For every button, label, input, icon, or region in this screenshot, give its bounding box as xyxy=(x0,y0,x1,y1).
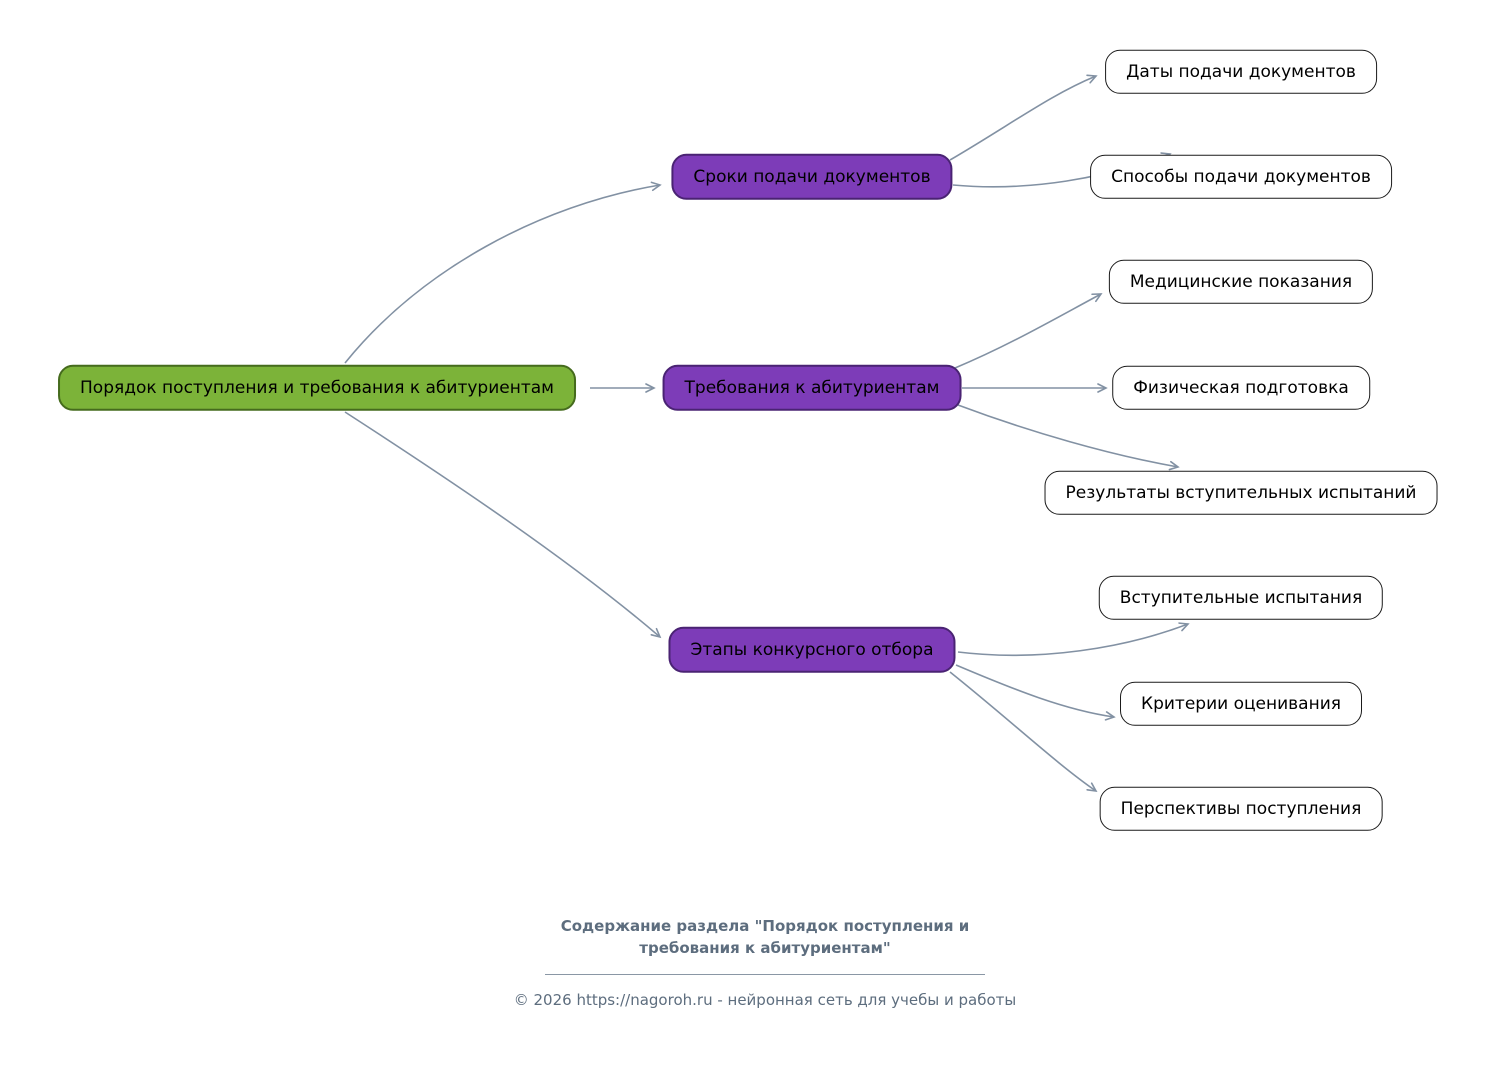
edge-root-etapy xyxy=(344,411,662,639)
footer-title: Содержание раздела "Порядок поступления … xyxy=(465,916,1065,960)
node-rezultaty: Результаты вступительных испытаний xyxy=(1044,470,1438,516)
edge-etapy-perspektivy xyxy=(949,671,1098,793)
node-trebovaniya: Требования к абитуриентам xyxy=(662,364,962,412)
edge-etapy-kriterii xyxy=(955,664,1116,721)
edge-root-sroki xyxy=(344,181,662,364)
node-root: Порядок поступления и требования к абиту… xyxy=(58,364,576,412)
node-vstupitelnye: Вступительные испытания xyxy=(1098,575,1384,621)
footer-title-line1: Содержание раздела "Порядок поступления … xyxy=(560,917,970,935)
footer: Содержание раздела "Порядок поступления … xyxy=(465,916,1065,1009)
footer-title-line2: требования к абитуриентам" xyxy=(639,938,891,957)
edge-trebovaniya-rezultaty xyxy=(957,404,1180,471)
edge-trebovaniya-med xyxy=(954,293,1103,369)
footer-copyright: © 2026 https://nagoroh.ru - нейронная се… xyxy=(513,990,1017,1009)
node-etapy: Этапы конкурсного отбора xyxy=(668,626,956,674)
node-kriterii: Критерии оценивания xyxy=(1120,681,1362,727)
footer-divider xyxy=(545,973,985,975)
node-sroki: Сроки подачи документов xyxy=(671,153,953,201)
node-sposoby: Способы подачи документов xyxy=(1090,154,1392,200)
node-med: Медицинские показания xyxy=(1108,259,1374,305)
node-daty: Даты подачи документов xyxy=(1105,49,1377,95)
node-perspektivy: Перспективы поступления xyxy=(1099,786,1383,832)
edge-sroki-daty xyxy=(949,74,1098,161)
node-fiz: Физическая подготовка xyxy=(1112,365,1370,411)
edge-etapy-vstupitelnye xyxy=(957,622,1190,657)
